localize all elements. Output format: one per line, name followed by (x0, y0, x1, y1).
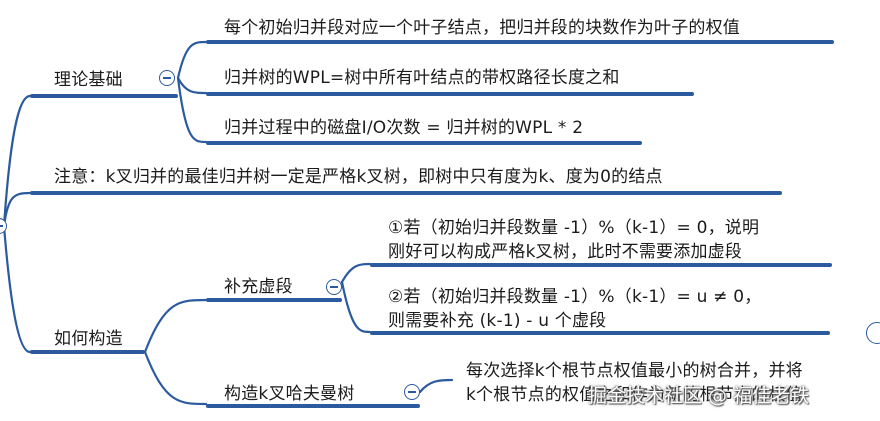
branch-construct-underline (30, 350, 145, 354)
huffman-underline (206, 404, 420, 408)
branch-note-underline (30, 191, 782, 195)
supplement-rule-1: ①若（初始归并段数量 -1）%（k-1）= 0，说明 刚好可以构成严格k叉树，此… (388, 216, 759, 264)
branch-theory-label: 理论基础 (54, 70, 123, 90)
connector-theory-c2 (176, 76, 208, 95)
supplement-rule-2: ②若（初始归并段数量 -1）%（k-1）= u ≠ 0， 则需要补充 (k-1)… (388, 285, 761, 333)
supplement-rule-2-underline (370, 331, 830, 335)
connector-supplement-r1 (340, 262, 372, 284)
huffman-label: 构造k叉哈夫曼树 (224, 384, 355, 404)
huffman-collapse-icon[interactable] (404, 384, 420, 400)
branch-theory-underline (30, 94, 178, 98)
connector-root-construct (2, 224, 32, 354)
branch-construct-label: 如何构造 (54, 329, 123, 349)
connector-root-theory (2, 94, 32, 228)
theory-child-1-underline (206, 40, 834, 44)
connector-theory-c1 (176, 40, 208, 80)
watermark-text: 掘金技术社区 @ 福佳老铁 (588, 385, 810, 407)
huffman-child-1: 每次选择k个根节点权值最小的树合并，并将 k个根节点的权值之和作为新的根节点的权… (466, 359, 803, 407)
theory-child-3-underline (206, 141, 642, 145)
theory-child-1: 每个初始归并段对应一个叶子结点，把归并段的块数作为叶子的权值 (224, 18, 740, 38)
connector-supplement-r2 (340, 280, 372, 334)
connector-construct-supplement (143, 298, 208, 354)
theory-child-3: 归并过程中的磁盘I/O次数 = 归并树的WPL * 2 (224, 118, 584, 138)
supplement-rule-2-line-2: 则需要补充 (k-1) - u 个虚段 (388, 311, 607, 331)
branch-note-label: 注意：k叉归并的最佳归并树一定是严格k叉树，即树中只有度为k、度为0的结点 (54, 167, 663, 187)
huffman-child-1-line-1: 每次选择k个根节点权值最小的树合并，并将 (466, 361, 803, 381)
supplement-label: 补充虚段 (224, 277, 293, 297)
connector-theory-c3 (176, 76, 208, 144)
supplement-rule-1-underline (370, 263, 832, 267)
expand-right-icon[interactable] (866, 322, 880, 344)
connector-construct-huffman (143, 350, 208, 406)
theory-child-2: 归并树的WPL=树中所有叶结点的带权路径长度之和 (224, 68, 620, 88)
connector-root-note (2, 191, 32, 228)
supplement-collapse-icon[interactable] (326, 279, 342, 295)
supplement-rule-2-line-1: ②若（初始归并段数量 -1）%（k-1）= u ≠ 0， (388, 287, 762, 307)
branch-theory-collapse-icon[interactable] (159, 70, 175, 86)
supplement-underline (206, 298, 342, 302)
theory-child-2-underline (206, 92, 694, 96)
supplement-rule-1-line-2: 刚好可以构成严格k叉树，此时不需要添加虚段 (388, 242, 743, 262)
connector-huffman-c1 (418, 378, 454, 394)
supplement-rule-1-line-1: ①若（初始归并段数量 -1）%（k-1）= 0，说明 (388, 218, 760, 238)
huffman-child-1-line-2: k个根节点的权值之和作为新的根节点的权值 (466, 385, 803, 405)
